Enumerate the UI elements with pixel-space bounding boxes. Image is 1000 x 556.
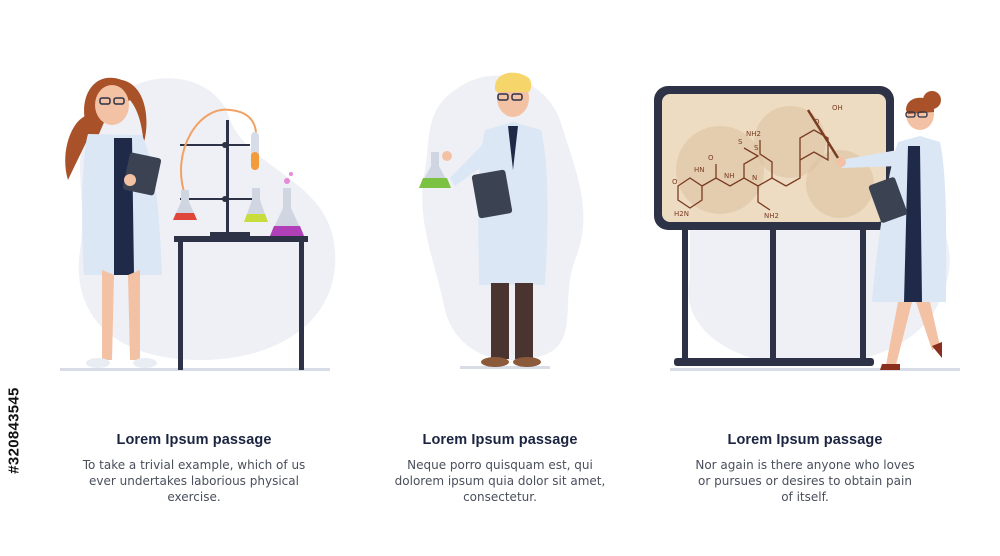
card-1-body-line-3: exercise. <box>167 490 221 504</box>
card-1: Lorem Ipsum passage To take a trivial ex… <box>54 432 334 505</box>
pointer-stick <box>806 109 840 159</box>
card-1-body: To take a trivial example, which of us e… <box>54 457 334 505</box>
molecule-label-9: OH <box>832 104 843 112</box>
tubing <box>180 108 257 196</box>
scientist-man-with-tablet <box>450 72 548 367</box>
card-2-body: Neque porro quisquam est, qui dolorem ip… <box>360 457 640 505</box>
scientist-woman-presenting <box>836 91 947 370</box>
molecule-label-12: S <box>754 144 759 152</box>
scene-chemistry-board: O HN H2N NH N O NH2 NH2 OH O S S <box>654 86 960 371</box>
scene-lab-experiment <box>60 77 336 371</box>
card-2-body-line-3: consectetur. <box>463 490 537 504</box>
molecule-label-4: NH <box>724 172 735 180</box>
scene-chemist-with-flask <box>419 72 584 369</box>
card-2-body-line-1: Neque porro quisquam est, qui <box>407 458 593 472</box>
lab-stand-icon <box>180 120 260 236</box>
orange-test-tube-icon <box>251 132 259 170</box>
card-2-body-line-2: dolorem ipsum quia dolor sit amet, <box>394 474 606 488</box>
lab-table <box>174 236 308 370</box>
chemistry-board <box>654 86 894 366</box>
card-1-title: Lorem Ipsum passage <box>116 432 272 448</box>
floor-line <box>460 366 550 369</box>
green-flask-icon <box>419 151 452 188</box>
card-2-title: Lorem Ipsum passage <box>422 432 578 448</box>
card-2: Lorem Ipsum passage Neque porro quisquam… <box>360 432 640 505</box>
molecule-label-2: HN <box>694 166 705 174</box>
molecule-label-6: O <box>708 154 714 162</box>
stock-id-label: #320843545 <box>2 310 26 550</box>
card-3: Lorem Ipsum passage Nor again is there a… <box>665 432 945 505</box>
yellow-flask-icon <box>244 188 268 222</box>
floor-line <box>60 368 330 371</box>
card-1-body-line-2: ever undertakes laborious physical <box>89 474 299 488</box>
molecule-label-10: O <box>814 118 820 126</box>
molecule-label-1: O <box>672 178 678 186</box>
card-3-body: Nor again is there anyone who loves or p… <box>665 457 945 505</box>
molecule-labels: O HN H2N NH N O NH2 NH2 OH O S S <box>672 104 843 220</box>
red-flask-icon <box>173 190 197 220</box>
molecule-label-11: S <box>738 138 743 146</box>
card-1-body-line-1: To take a trivial example, which of us <box>82 458 306 472</box>
molecule-label-8: NH2 <box>746 130 761 138</box>
molecule-label-5: N <box>752 174 757 182</box>
molecule-diagram <box>677 129 829 211</box>
molecule-label-7: NH2 <box>764 212 779 220</box>
card-3-body-line-1: Nor again is there anyone who loves <box>695 458 915 472</box>
card-3-body-line-2: or pursues or desires to obtain pain <box>698 474 912 488</box>
stock-id-text: #320843545 <box>5 386 23 474</box>
molecule-label-3: H2N <box>674 210 689 218</box>
purple-flask-icon <box>270 172 304 236</box>
card-3-title: Lorem Ipsum passage <box>727 432 883 448</box>
scientist-woman-with-tablet <box>65 77 162 368</box>
floor-line <box>670 368 960 371</box>
card-3-body-line-3: of itself. <box>781 490 829 504</box>
